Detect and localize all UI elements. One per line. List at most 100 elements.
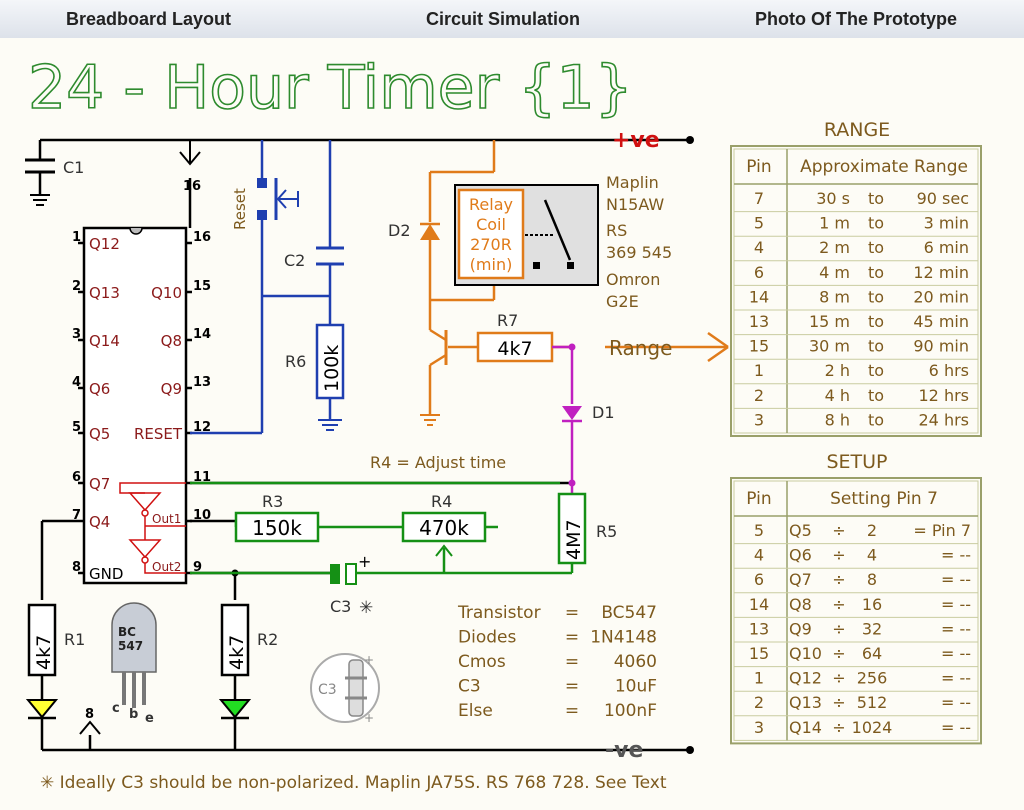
tab-circuit-simulation[interactable]: Circuit Simulation	[426, 9, 581, 29]
table-cell: 8 h	[825, 410, 850, 429]
ic-pin-number: 16	[193, 230, 211, 245]
resistor-r2: 4k7 R2	[220, 603, 278, 677]
table-cell: = --	[941, 644, 971, 663]
parts-list-eq: =	[565, 652, 579, 672]
svg-text:+: +	[364, 711, 374, 725]
resistor-r5: 4M7 R5	[557, 492, 617, 565]
r7-label: R7	[497, 311, 518, 330]
parts-list-name: C3	[458, 677, 481, 697]
table-cell: 13	[749, 312, 769, 331]
ic-pin-name: GND	[89, 565, 123, 583]
tab-breadboard-layout[interactable]: Breadboard Layout	[66, 9, 232, 29]
table-cell: to	[868, 214, 884, 233]
parts-list-eq: =	[565, 701, 579, 721]
table-cell: 4	[754, 238, 764, 257]
table-cell: to	[868, 337, 884, 356]
led-green	[218, 699, 252, 720]
table-cell: to	[868, 386, 884, 405]
resistor-r7: 4k7 R7	[476, 311, 554, 363]
reset-switch[interactable]	[257, 178, 299, 220]
r1-value: 4k7	[33, 635, 55, 670]
capacitor-c2: C2	[284, 246, 344, 270]
table-cell: Q10	[789, 644, 822, 663]
svg-text:Omron: Omron	[606, 270, 660, 289]
table-cell: 24 hrs	[919, 410, 970, 429]
table-cell: = --	[941, 693, 971, 712]
pin16-arrow-icon	[179, 140, 201, 166]
parts-list-name: Else	[458, 701, 493, 721]
table-cell: Q5	[789, 521, 812, 540]
ic-pin-name: RESET	[134, 425, 183, 443]
r4-wiper-icon	[435, 544, 453, 557]
ic-pin-number: 11	[193, 470, 211, 485]
ic-pin-number: 6	[72, 470, 81, 485]
table-cell: 64	[862, 644, 882, 663]
c3-label: C3	[330, 597, 351, 616]
table-cell: 5	[754, 521, 764, 540]
table-cell: 4	[754, 546, 764, 565]
table-cell: Q9	[789, 619, 812, 638]
table-cell: ÷	[832, 669, 845, 688]
r2-value: 4k7	[226, 635, 248, 670]
svg-text:c: c	[112, 701, 120, 716]
table-cell: to	[868, 238, 884, 257]
table-cell: ÷	[832, 644, 845, 663]
r3-label: R3	[262, 492, 283, 511]
table-cell: 13	[749, 619, 769, 638]
table-cell: Q6	[789, 546, 812, 565]
ic-pin-number: 7	[72, 508, 81, 523]
r1-label: R1	[64, 630, 85, 649]
r7-value: 4k7	[497, 338, 532, 360]
table-cell: 16	[862, 595, 882, 614]
potentiometer-r4: 470k R4	[401, 492, 487, 543]
range-table-header-pin: Pin	[746, 157, 771, 177]
ic-pin-name: Q9	[161, 380, 182, 398]
svg-text:C3: C3	[318, 682, 337, 698]
table-cell: 15	[749, 337, 769, 356]
table-cell: 2 m	[819, 238, 850, 257]
table-cell: to	[868, 263, 884, 282]
table-cell: = --	[941, 669, 971, 688]
ic-pin-name: Q8	[161, 332, 182, 350]
table-cell: 3	[754, 410, 764, 429]
relay-line1: Relay	[469, 195, 513, 214]
ic-pin-number: 15	[193, 279, 211, 294]
table-cell: 1 m	[819, 214, 850, 233]
table-cell: = --	[941, 595, 971, 614]
table-cell: 6	[754, 263, 764, 282]
svg-text:e: e	[145, 711, 154, 726]
table-cell: ÷	[832, 595, 845, 614]
parts-list-eq: =	[565, 628, 579, 648]
c3-package-icon: + + C3	[310, 653, 380, 725]
table-cell: 3 min	[924, 214, 969, 233]
capacitor-c3: + C3 ✳	[330, 552, 373, 618]
table-cell: 2	[867, 521, 877, 540]
table-cell: 7	[754, 189, 764, 208]
ic-pin-number: 14	[193, 327, 211, 342]
ic-pin-name: Q4	[89, 513, 110, 531]
ic-pin-name: Q13	[89, 284, 120, 302]
table-cell: 90 sec	[917, 189, 969, 208]
table-cell: ÷	[832, 521, 845, 540]
tab-photo-prototype[interactable]: Photo Of The Prototype	[755, 9, 957, 29]
svg-text:N15AW: N15AW	[606, 195, 664, 214]
svg-text:Maplin: Maplin	[606, 173, 659, 192]
footnote: ✳ Ideally C3 should be non-polarized. Ma…	[40, 773, 667, 793]
ic-pin-number: 10	[193, 508, 211, 523]
table-cell: 1	[754, 669, 764, 688]
c1-label: C1	[63, 158, 84, 177]
ic-pin-number: 2	[72, 279, 81, 294]
out2-label: Out2	[152, 560, 181, 574]
ic-pin-number: 4	[72, 375, 81, 390]
svg-text:+: +	[364, 653, 374, 667]
parts-list-name: Cmos	[458, 652, 506, 672]
schematic-canvas: 24 - Hour Timer {1} +ve -ve C1 16	[0, 38, 1024, 810]
table-cell: 15	[749, 644, 769, 663]
r5-label: R5	[596, 522, 617, 541]
table-cell: to	[868, 410, 884, 429]
